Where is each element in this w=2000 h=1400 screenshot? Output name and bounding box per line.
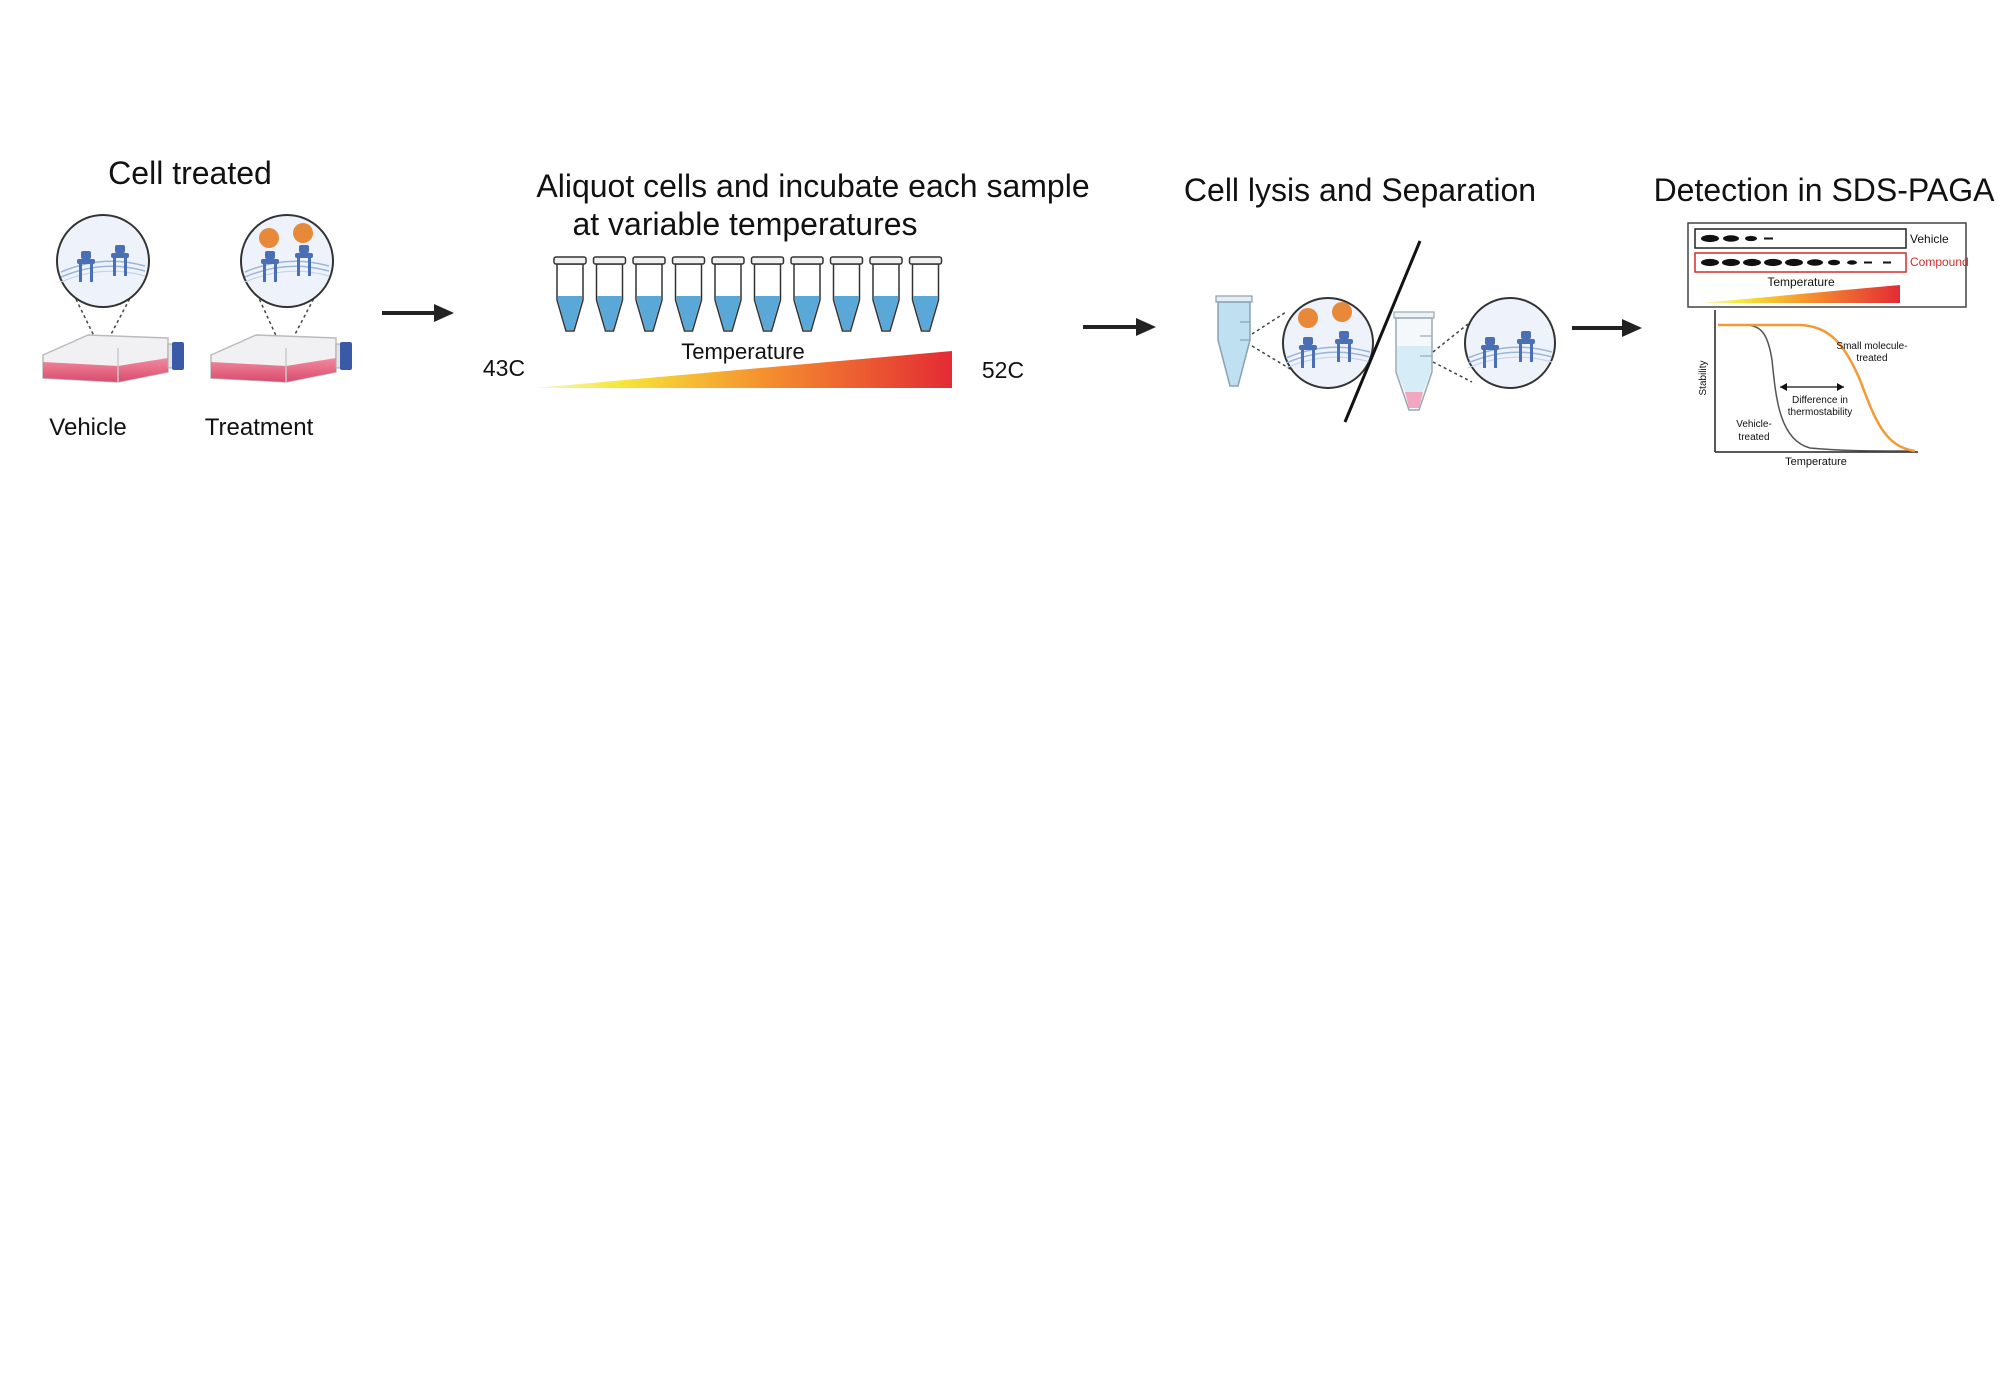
compound-molecule-icon [1298,308,1318,328]
low-temperature-label: 43C [483,355,525,381]
sample-tube-icon [711,256,745,332]
soluble-fraction-zoom-icon [1251,297,1374,389]
vehicle-label: Vehicle [49,414,126,441]
separation-divider [1343,240,1422,423]
vehicle-flask-icon [42,334,184,383]
blot-vehicle-label: Vehicle [1910,232,1949,246]
step-lysis: Cell lysis and Separation [1184,172,1556,423]
difference-label-2: thermostability [1788,407,1852,418]
vehicle-curve-label: Vehicle- [1736,419,1772,430]
difference-arrow-icon [1780,383,1844,391]
sample-tube-icon [553,256,587,332]
vehicle-curve-label-2: treated [1738,432,1769,443]
plot-y-axis-label: Stability [1698,360,1709,395]
step-detection: Detection in SDS-PAGA Vehicle Compound T… [1654,172,1996,468]
sample-tubes [553,256,943,332]
treated-curve-label: Small molecule- [1836,341,1907,352]
compound-molecule-icon [1332,302,1352,322]
vehicle-bands [1701,234,1773,243]
sample-tube-icon [908,256,943,332]
blot-temperature-label: Temperature [1767,275,1835,289]
step-cell-treated: Cell treated Vehicle [42,155,352,441]
treated-curve-label-2: treated [1856,353,1887,364]
treated-curve [1718,323,1916,453]
step-aliquot: Aliquot cells and incubate each sample a… [483,168,1090,388]
compound-molecule-icon [293,223,313,243]
lysate-tube-icon [1215,295,1253,387]
temperature-gradient-label: Temperature [681,339,805,364]
vehicle-zoom-icon [56,214,150,341]
sample-tube-icon [632,256,666,332]
vehicle-curve [1718,324,1916,452]
arrow-right-icon [1083,318,1156,336]
step2-title-line2: at variable temperatures [572,206,917,242]
arrow-right-icon [382,304,454,322]
step2-title-line1: Aliquot cells and incubate each sample [536,168,1089,204]
blot-compound-label: Compound [1910,255,1969,269]
blot-temperature-gradient [1701,285,1900,303]
step1-title: Cell treated [108,155,272,191]
pellet-tube-icon [1393,311,1435,411]
treatment-zoom-icon [240,214,334,341]
difference-label: Difference in [1792,395,1848,406]
sample-tube-icon [750,256,785,332]
denatured-fraction-zoom-icon [1432,297,1556,389]
treatment-flask-icon [210,334,352,383]
step3-title: Cell lysis and Separation [1184,172,1536,208]
arrow-right-icon [1572,319,1642,337]
high-temperature-label: 52C [982,357,1024,383]
step4-title: Detection in SDS-PAGA [1654,172,1996,208]
sample-tube-icon [869,256,903,332]
sample-tube-icon [790,256,824,332]
treatment-label: Treatment [205,414,314,441]
sample-tube-icon [829,256,864,332]
melt-curve-plot: Stability Temperature Small molecule- tr… [1698,310,1918,468]
sample-tube-icon [592,256,627,332]
compound-bands [1701,258,1891,267]
compound-molecule-icon [259,228,279,248]
temperature-gradient-bar [535,351,952,388]
vehicle-blot-lane [1694,228,1907,249]
plot-x-axis-label: Temperature [1785,456,1847,468]
sample-tube-icon [671,256,706,332]
